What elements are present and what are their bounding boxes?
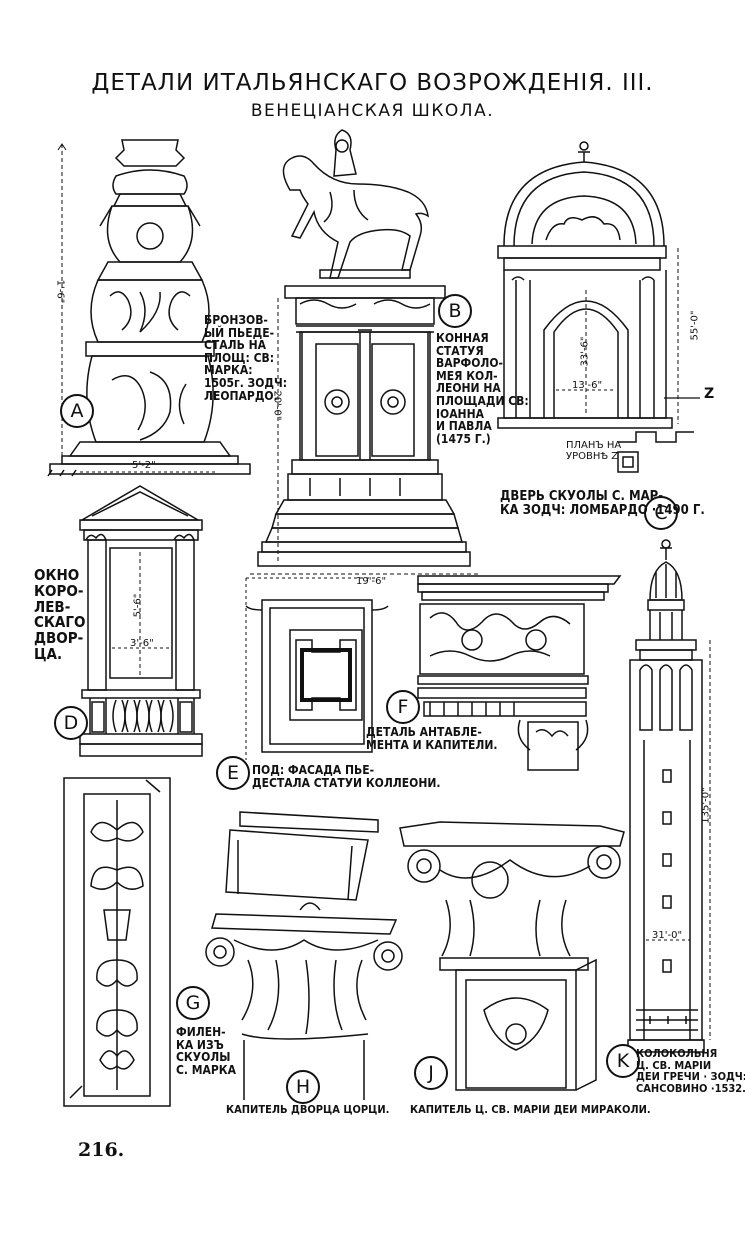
caption-d: ОКНО КОРО- ЛЕВ- СКАГО ДВОР- ЦА. <box>34 566 86 663</box>
page-subtitle: ВЕНЕЦІАНСКАЯ ШКОЛА. <box>250 101 495 121</box>
page-title: ДЕТАЛИ ИТАЛЬЯНСКАГО ВОЗРОЖДЕНІЯ. III. <box>91 70 654 96</box>
caption-h: КАПИТЕЛЬ ДВОРЦА ЦОРЦИ. <box>226 1103 390 1116</box>
dimension-k-height: 135'-0" <box>700 787 712 824</box>
panel-g-drawing <box>63 777 171 1107</box>
capital-h-drawing <box>205 811 403 1100</box>
plate-letter-g: G <box>176 986 210 1020</box>
bell-tower-k-drawing <box>627 539 705 1053</box>
dimension-c-height: 55'-0" <box>689 310 701 341</box>
dimension-c-door-width: 13'-6" <box>572 380 603 391</box>
caption-a: БРОНЗОВ- ЫЙ ПЬЕДЕ- СТАЛЬ НА ПЛОЩ: СВ: МА… <box>204 313 288 403</box>
plate-letter-j: J <box>414 1056 448 1090</box>
pedestal-plan-e-drawing <box>245 577 389 760</box>
dimension-k-width: 31'-0" <box>652 930 683 941</box>
dimension-a-height: 1'-6" <box>54 279 66 304</box>
plate-letter-f: F <box>386 690 420 724</box>
pedestal-a-drawing <box>47 139 251 477</box>
dimension-c-door-height: 33'-6" <box>579 336 591 367</box>
caption-b: КОННАЯ СТАТУЯ ВАРФОЛО- МЕЯ КОЛ- ЛЕОНИ НА… <box>436 331 529 446</box>
page-number: 216. <box>78 1139 125 1161</box>
plate-letter-k: K <box>606 1044 640 1078</box>
caption-k: КОЛОКОЛЬНЯ Ц. СВ. МАРІИ ДЕИ ГРЕЧИ · ЗОДЧ… <box>636 1047 745 1095</box>
dimension-c-level: Z <box>704 386 715 402</box>
plate-letter-d: D <box>54 706 88 740</box>
dimension-b-width: 19'-6" <box>356 576 387 587</box>
dimension-a-width: 5'-2" <box>132 460 156 471</box>
dimension-d-width: 3'-6" <box>130 638 154 649</box>
dimension-d-height: 5'-6" <box>132 593 144 618</box>
plate-letter-h: H <box>286 1070 320 1104</box>
plate-letter-e: E <box>216 756 250 790</box>
plate-letter-a: A <box>60 394 94 428</box>
caption-c-plan: ПЛАНЪ НА УРОВНѢ Z <box>566 440 622 462</box>
caption-g: ФИЛЕН- КА ИЗЪ СКУОЛЫ С. МАРКА <box>176 1025 236 1077</box>
window-d-drawing <box>79 485 203 757</box>
entablature-f-drawing <box>417 575 622 771</box>
plate-letter-c: C <box>644 496 678 530</box>
plate-letter-b: B <box>438 294 472 328</box>
equestrian-statue-b-drawing <box>257 129 471 567</box>
caption-e: ПОД: ФАСАДА ПЬЕ- ДЕСТАЛА СТАТУИ КОЛЛЕОНИ… <box>252 763 441 790</box>
caption-j: КАПИТЕЛЬ Ц. СВ. МАРІИ ДЕИ МИРАКОЛИ. <box>410 1103 651 1116</box>
capital-j-drawing <box>399 821 625 1091</box>
caption-c: ДВЕРЬ СКУОЛЫ С. МАР- КА ЗОДЧ: ЛОМБАРДО ·… <box>500 489 705 518</box>
door-scuola-c-drawing <box>497 141 700 473</box>
caption-f: ДЕТАЛЬ АНТАБЛЕ- МЕНТА И КАПИТЕЛИ. <box>366 725 498 752</box>
